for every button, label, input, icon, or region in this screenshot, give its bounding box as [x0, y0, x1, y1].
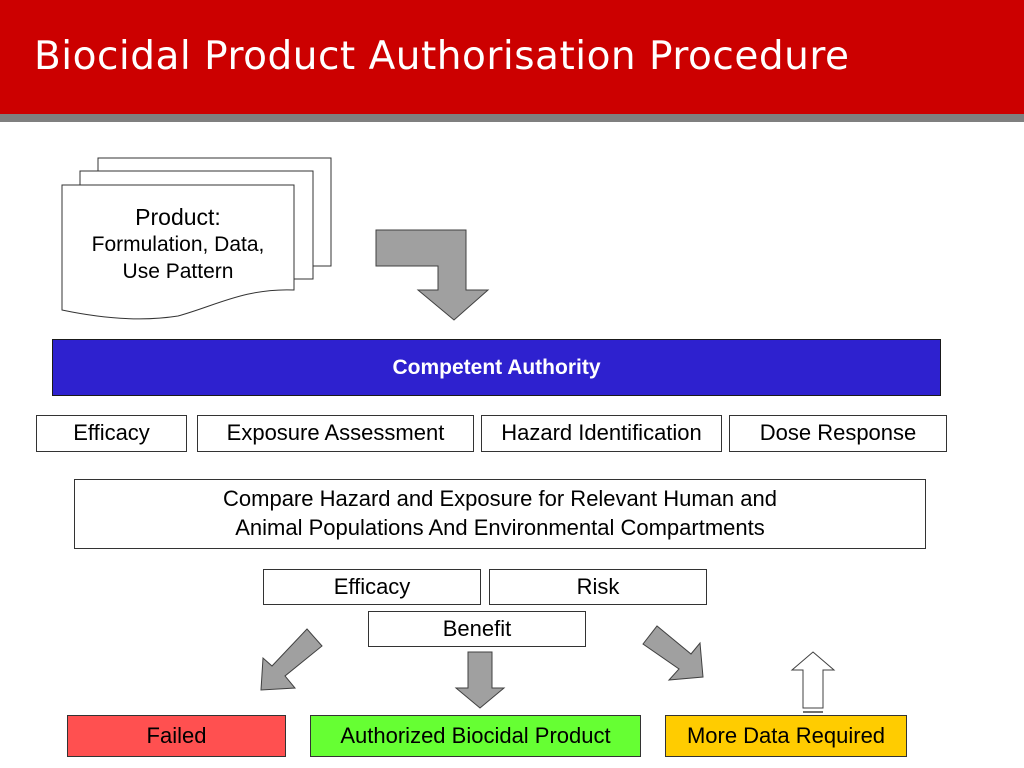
hazard-identification-label: Hazard Identification: [501, 420, 702, 446]
evaluation-risk-box: Risk: [489, 569, 707, 605]
evaluation-efficacy-box: Efficacy: [263, 569, 481, 605]
page-title: Biocidal Product Authorisation Procedure: [34, 34, 850, 79]
dose-response-box: Dose Response: [729, 415, 947, 452]
evaluation-benefit-label: Benefit: [442, 615, 512, 641]
title-divider: [0, 114, 1024, 122]
document-line-1: Formulation, Data,: [91, 233, 265, 257]
more-data-outcome-box: More Data Required: [665, 715, 907, 757]
comparison-line-2: Animal Populations And Environmental Com…: [235, 515, 765, 540]
dose-response-label: Dose Response: [759, 420, 917, 446]
product-document: Product: Formulation, Data, Use Pattern: [62, 203, 294, 286]
assessment-efficacy-label: Efficacy: [73, 420, 150, 446]
down-arrow-icon: [454, 651, 506, 709]
evaluation-efficacy-label: Efficacy: [333, 573, 411, 599]
authorized-outcome-label: Authorized Biocidal Product: [340, 722, 611, 748]
down-right-arrow-icon: [642, 625, 704, 681]
authorized-outcome-box: Authorized Biocidal Product: [310, 715, 641, 757]
document-line-2: Use Pattern: [122, 260, 234, 284]
document-stack-icon: [61, 157, 332, 320]
evaluation-benefit-box: Benefit: [368, 611, 586, 647]
document-heading: Product:: [135, 204, 221, 230]
evaluation-risk-label: Risk: [576, 573, 620, 599]
more-data-outcome-label: More Data Required: [686, 722, 886, 748]
bent-down-arrow-icon: [375, 229, 490, 321]
down-left-arrow-icon: [260, 628, 323, 691]
competent-authority-banner: Competent Authority: [52, 339, 941, 396]
failed-outcome-label: Failed: [146, 722, 207, 748]
competent-authority-label: Competent Authority: [392, 355, 601, 379]
failed-outcome-box: Failed: [67, 715, 286, 757]
up-arrow-icon: [790, 651, 836, 721]
hazard-identification-box: Hazard Identification: [481, 415, 722, 452]
exposure-assessment-box: Exposure Assessment: [197, 415, 474, 452]
title-bar: Biocidal Product Authorisation Procedure: [0, 0, 1024, 114]
comparison-line-1: Compare Hazard and Exposure for Relevant…: [223, 486, 777, 512]
assessment-efficacy-box: Efficacy: [36, 415, 187, 452]
comparison-box: Compare Hazard and Exposure for Relevant…: [74, 479, 926, 549]
exposure-assessment-label: Exposure Assessment: [226, 420, 445, 446]
